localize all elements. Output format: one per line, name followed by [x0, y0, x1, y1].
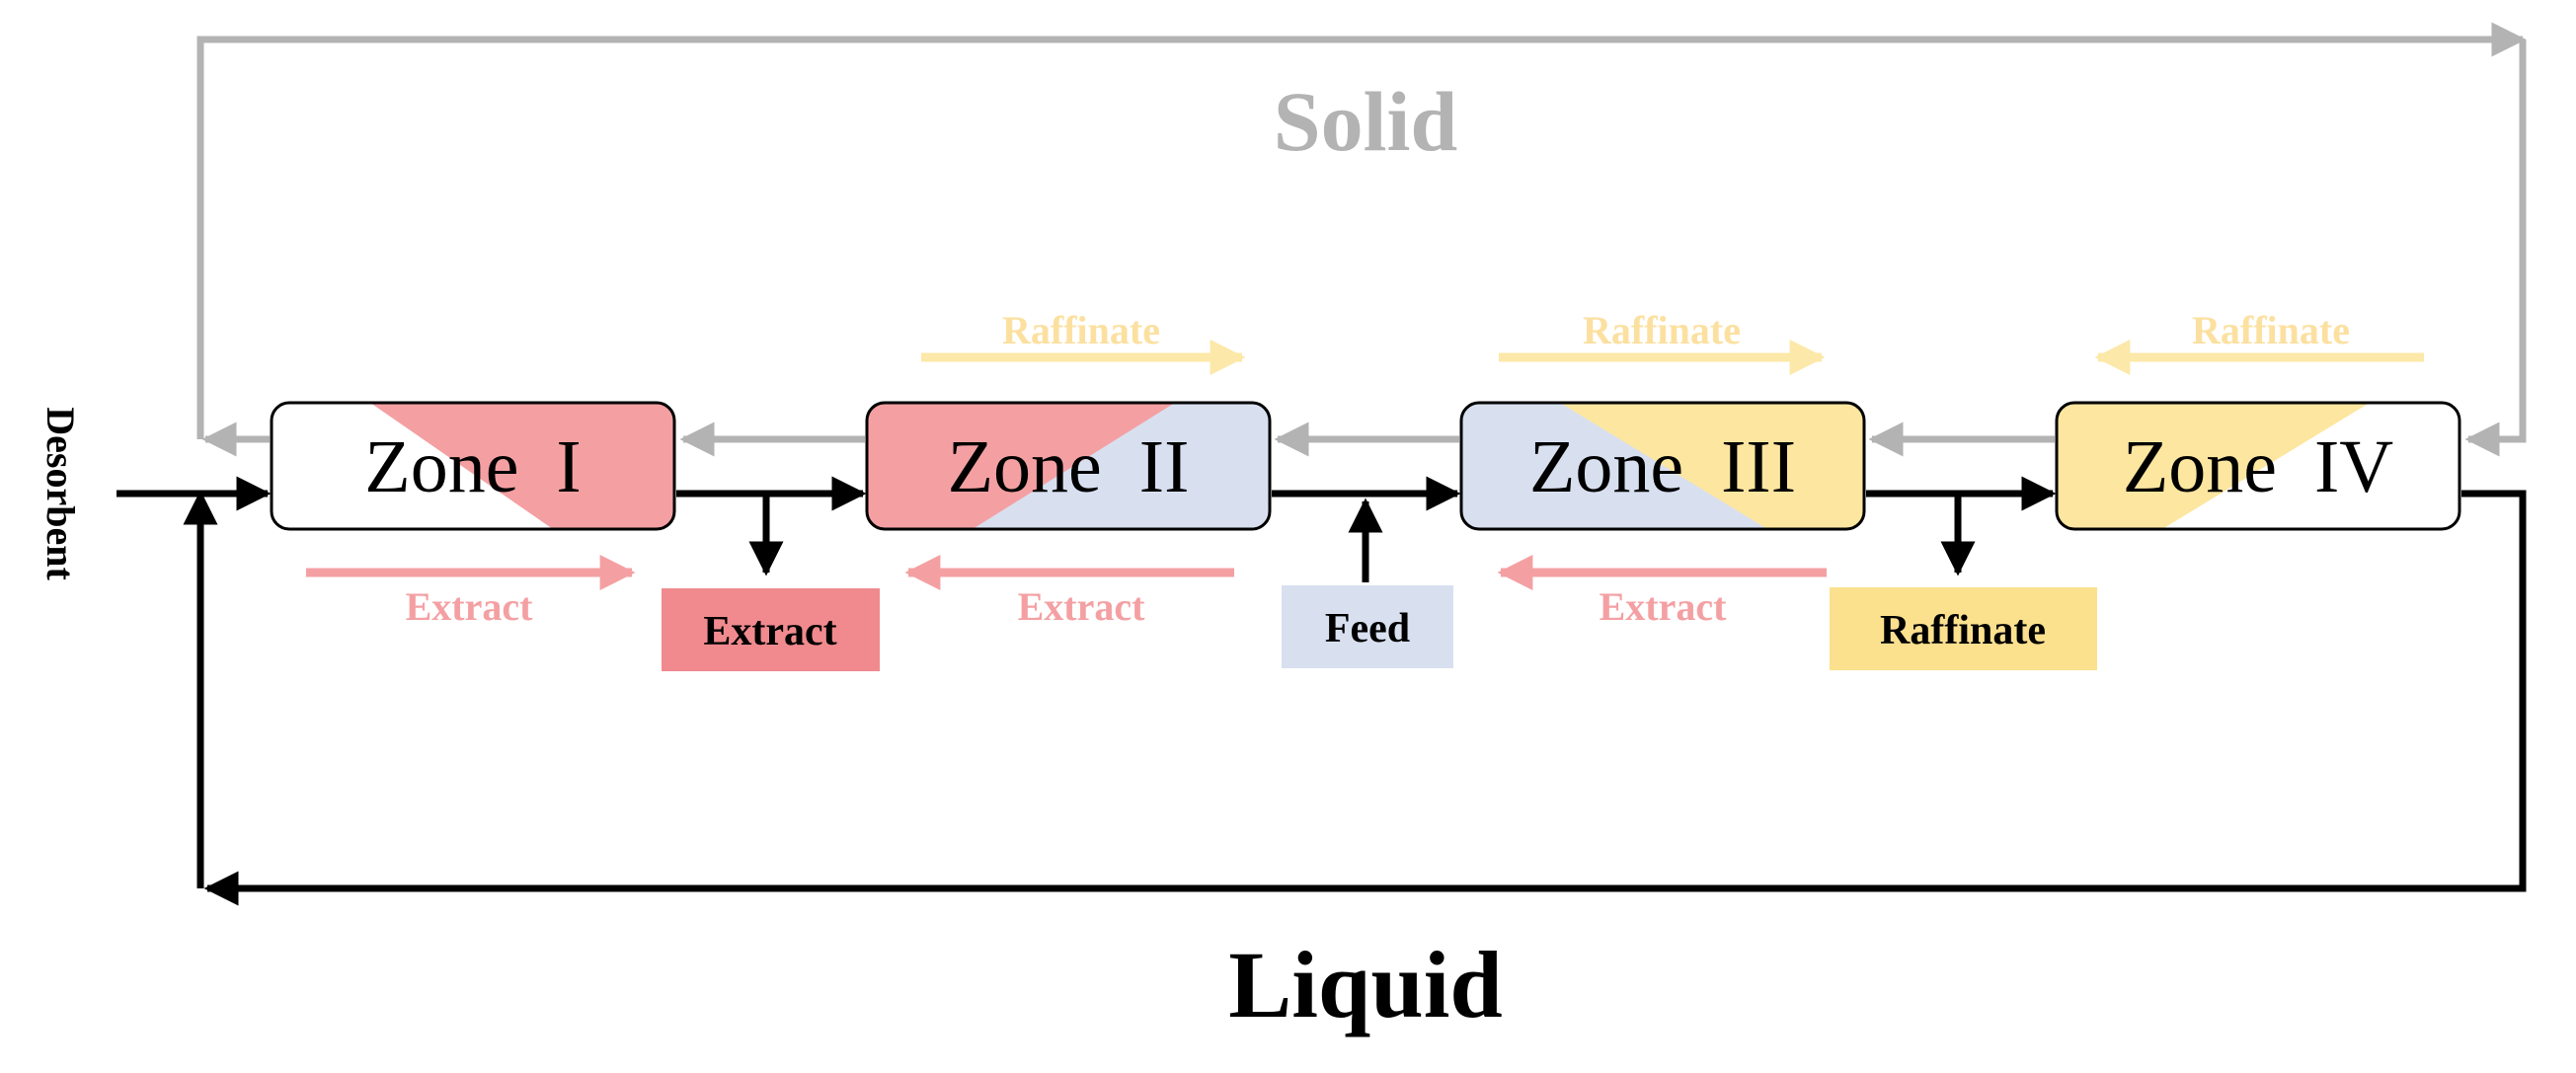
- extract-arrow-label-zone-2: Extract: [1018, 584, 1146, 629]
- zone-3-label: Zone III: [1529, 425, 1796, 508]
- liquid-flow-loop: [117, 476, 2527, 906]
- zone-2-label: Zone II: [948, 425, 1190, 508]
- zone-3-box: Zone III: [1459, 401, 1866, 531]
- zone-1-box: Zone I: [270, 401, 676, 531]
- feed-box-label: Feed: [1325, 606, 1410, 651]
- zone-4-label: Zone IV: [2123, 425, 2393, 508]
- extract-arrow-label-zone-1: Extract: [406, 584, 534, 629]
- liquid-label: Liquid: [1228, 932, 1503, 1037]
- feed-box: [1282, 585, 1453, 668]
- extract-outlet: Extract: [662, 494, 880, 671]
- desorbent-label: Desorbent: [39, 407, 83, 580]
- raffinate-arrow-label-zone-4: Raffinate: [2192, 308, 2350, 352]
- raffinate-arrow-label-zone-3: Raffinate: [1583, 308, 1741, 352]
- extract-box-label: Extract: [703, 609, 836, 654]
- solid-flow-loop: [196, 22, 2527, 457]
- zone-4-box: Zone IV: [2055, 401, 2461, 531]
- raffinate-box-label: Raffinate: [1880, 608, 2046, 653]
- zone-1-label: Zone I: [364, 425, 581, 508]
- feed-inlet: Feed: [1282, 498, 1453, 668]
- extract-arrow-label-zone-3: Extract: [1600, 584, 1728, 629]
- raffinate-arrow-label-zone-2: Raffinate: [1002, 308, 1160, 352]
- zone-2-box: Zone II: [865, 401, 1272, 531]
- raffinate-outlet: Raffinate: [1830, 494, 2097, 670]
- raffinate-box: [1830, 587, 2097, 670]
- extract-box: [662, 588, 880, 671]
- raffinate-component-arrows: Raffinate Raffinate Raffinate: [921, 308, 2424, 375]
- solid-label: Solid: [1274, 74, 1457, 169]
- extract-component-arrows: Extract Extract Extract: [306, 555, 1827, 629]
